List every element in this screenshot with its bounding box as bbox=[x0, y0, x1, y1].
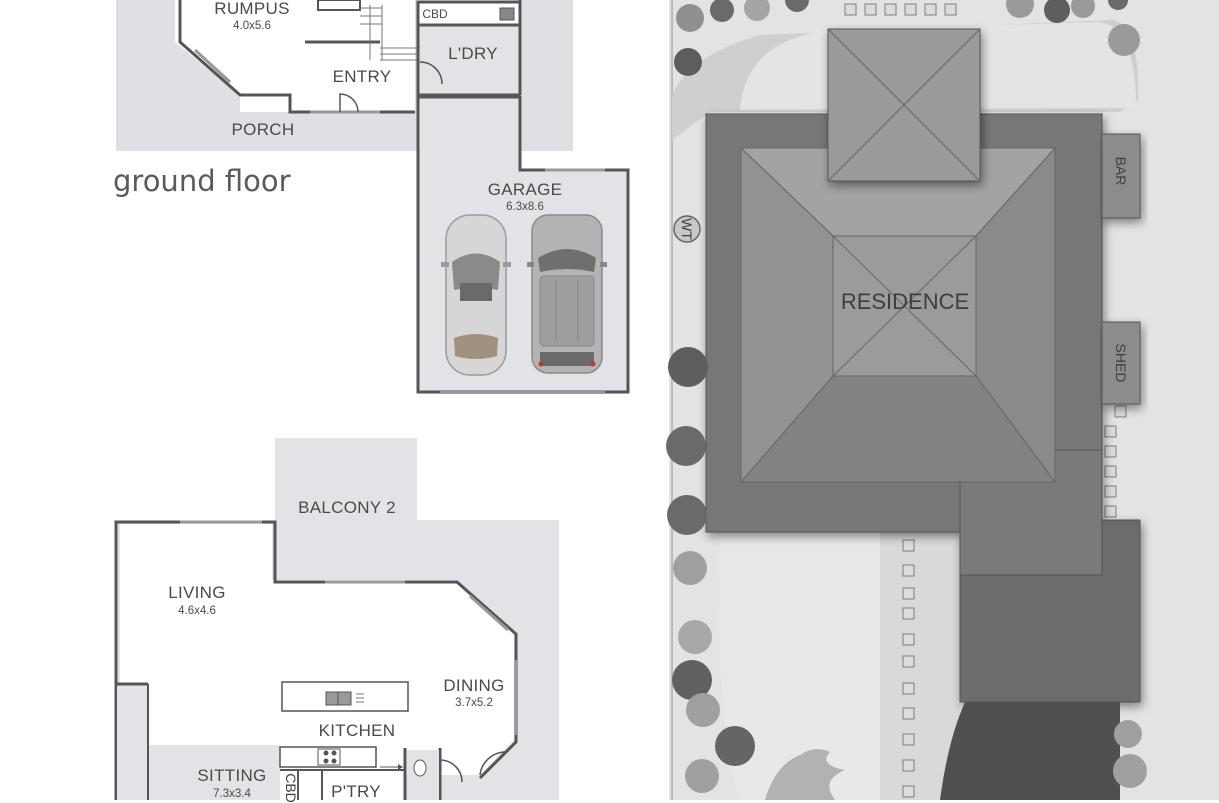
dining-window bbox=[468, 594, 510, 632]
room-label-kitchen: KITCHEN bbox=[318, 721, 396, 740]
room-size-garage: 6.3x8.6 bbox=[506, 201, 544, 213]
side-path-slab bbox=[520, 0, 573, 151]
bar-label: BAR bbox=[1113, 156, 1129, 186]
room-label-cupboard2: CBD bbox=[283, 773, 299, 803]
room-label-garage: GARAGE bbox=[487, 180, 563, 199]
paved-strip bbox=[880, 530, 960, 800]
rumpus-floor bbox=[175, 0, 415, 112]
room-label-laundry: L'DRY bbox=[448, 44, 498, 63]
room-label-rumpus: RUMPUS bbox=[214, 0, 290, 18]
shed-roof bbox=[1101, 321, 1141, 405]
entry-door bbox=[339, 93, 359, 113]
water-tank-label: WT bbox=[679, 218, 695, 240]
wc-door bbox=[439, 759, 463, 783]
kitchen-bench bbox=[279, 746, 377, 768]
room-size-dining: 3.7x5.2 bbox=[455, 697, 493, 709]
room-label-cupboard: CBD bbox=[422, 7, 448, 21]
sedan-car bbox=[441, 214, 511, 376]
stairs bbox=[360, 5, 418, 61]
water-tank bbox=[673, 215, 701, 243]
room-size-living: 4.6x4.6 bbox=[178, 605, 216, 617]
room-label-entry: ENTRY bbox=[332, 67, 392, 86]
room-label-dining: DINING bbox=[443, 676, 505, 695]
laundry-tub bbox=[499, 7, 515, 21]
room-size-rumpus: 4.0x5.6 bbox=[233, 20, 271, 32]
ground-floor-plan bbox=[116, 0, 630, 394]
shed-label: SHED bbox=[1113, 343, 1129, 383]
rear-lawn bbox=[719, 530, 880, 800]
rear-wing-dark bbox=[940, 702, 1120, 800]
site-plan bbox=[666, 0, 1219, 800]
entry-door-upper bbox=[479, 751, 507, 776]
room-label-pantry: P'TRY bbox=[331, 782, 381, 801]
room-label-porch: PORCH bbox=[231, 120, 295, 139]
ground-floor-title: ground floor bbox=[113, 164, 291, 198]
upper-floor-plan bbox=[114, 438, 559, 800]
room-label-sitting: SITTING bbox=[197, 766, 267, 785]
residence-label: RESIDENCE bbox=[840, 289, 970, 314]
room-label-living: LIVING bbox=[168, 583, 226, 602]
suv-car bbox=[527, 214, 607, 374]
laundry-floor bbox=[418, 25, 520, 95]
room-size-sitting: 7.3x3.4 bbox=[213, 788, 251, 800]
bar-roof bbox=[1101, 133, 1141, 219]
shrubs bbox=[666, 0, 1147, 800]
sitting-deck bbox=[117, 686, 147, 800]
laundry-door bbox=[419, 61, 443, 85]
rumpus-window bbox=[193, 48, 232, 84]
toilet bbox=[413, 759, 427, 777]
cooktop bbox=[323, 750, 337, 764]
rumpus-joinery bbox=[317, 0, 361, 11]
living-interior bbox=[120, 524, 514, 800]
room-label-balcony2: BALCONY 2 bbox=[298, 498, 396, 517]
